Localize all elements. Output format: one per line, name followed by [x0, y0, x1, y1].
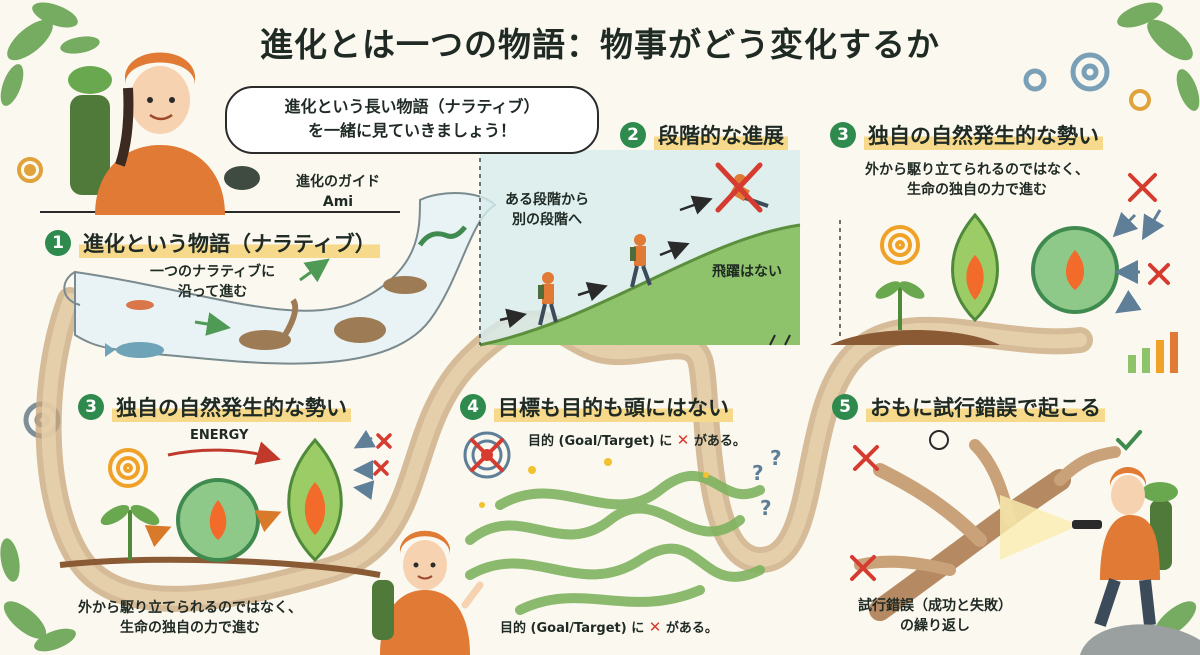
hiker [630, 234, 652, 288]
gear-icon [1129, 89, 1151, 111]
section-4-note-bottom: 目的 (Goal/Target) に ✕ がある。 [500, 617, 718, 636]
foliage-top-right [1117, 2, 1200, 111]
section-title: 段階的な進展 [654, 120, 788, 150]
svg-text:?: ? [760, 496, 772, 520]
section-number: 1 [45, 230, 71, 256]
guide-caption: 進化のガイド Ami [296, 172, 380, 212]
note-line: 沿って進む [177, 284, 248, 300]
cross-mark-icon: ✕ [676, 431, 690, 449]
section-number: 5 [832, 394, 858, 420]
section-3-heading-left: 3 独自の自然発生的な勢い [78, 392, 351, 422]
note-line: 試行錯誤（成功と失敗） [858, 598, 1012, 614]
section-1-heading: 1 進化という物語（ナラティブ） [45, 228, 380, 258]
section-title: おもに試行錯誤で起こる [866, 392, 1105, 422]
section-5-heading: 5 おもに試行錯誤で起こる [832, 392, 1105, 422]
svg-text:?: ? [770, 446, 782, 470]
note-line: 生命の独自の力で進む [120, 620, 260, 636]
section-title: 独自の自然発生的な勢い [864, 120, 1103, 150]
note-line: ある段階から [505, 192, 589, 208]
cross-mark-icon [470, 438, 504, 472]
section-title: 進化という物語（ナラティブ） [79, 228, 380, 258]
note-text: 目的 (Goal/Target) に [528, 434, 673, 449]
hiker [538, 272, 558, 326]
guide-role: 進化のガイド [296, 174, 380, 190]
section-title: 独自の自然発生的な勢い [112, 392, 351, 422]
gear-icon [1023, 52, 1110, 92]
face-icon [929, 430, 949, 450]
note-text: がある。 [693, 434, 746, 449]
section-number: 3 [78, 394, 104, 420]
foliage-top-left [0, 2, 100, 106]
cross-mark-icon [373, 433, 392, 476]
section-title: 目標も目的も頭にはない [494, 392, 733, 422]
section-2-note: ある段階から 別の段階へ [505, 190, 589, 230]
section-number: 3 [830, 122, 856, 148]
star-icon [479, 458, 709, 508]
guide-name: Ami [322, 194, 354, 210]
speech-bubble: 進化という長い物語（ナラティブ） を一緒に見ていきましょう！ [225, 86, 599, 154]
note-line: 生命の独自の力で進む [907, 182, 1047, 198]
note-line: 外から駆り立てられるのではなく、 [78, 600, 302, 616]
plant-illustration-right [830, 173, 1178, 373]
section-number: 4 [460, 394, 486, 420]
svg-text:?: ? [752, 461, 764, 485]
guide-avatar-bottom [372, 530, 484, 655]
section-4-heading: 4 目標も目的も頭にはない [460, 392, 733, 422]
spiral-icon [880, 225, 920, 265]
section-5-note: 試行錯誤（成功と失敗） の繰り返し [858, 596, 1012, 636]
hill-illustration [479, 150, 801, 347]
section-2-heading: 2 段階的な進展 [620, 120, 788, 150]
section-1-note: 一つのナラティブに 沿って進む [150, 262, 275, 302]
scroll-illustration [63, 192, 497, 365]
energy-label: ENERGY [190, 428, 249, 443]
cross-mark-icon [850, 445, 879, 581]
note-text: 目的 (Goal/Target) に [500, 621, 645, 636]
guide-avatar-top [68, 52, 260, 215]
tree-illustration [850, 430, 1142, 621]
section-3-note-left: 外から駆り立てられるのではなく、 生命の独自の力で進む [78, 598, 302, 638]
bar-chart-icon [1128, 332, 1178, 373]
cross-mark-icon [1128, 173, 1170, 285]
spiral-icon [108, 448, 148, 488]
note-line: の繰り返し [900, 618, 970, 634]
speech-line-2: を一緒に見ていきましょう！ [307, 121, 516, 140]
cross-mark-icon: ✕ [648, 618, 662, 636]
explorer-with-flashlight [1072, 467, 1200, 655]
plant-illustration-left [59, 429, 392, 578]
section-number: 2 [620, 122, 646, 148]
note-text: がある。 [665, 621, 718, 636]
note-line: 一つのナラティブに [150, 264, 276, 280]
gear-icon [17, 157, 43, 183]
cross-mark-icon [715, 162, 763, 213]
section-3-heading-right: 3 独自の自然発生的な勢い [830, 120, 1103, 150]
flashlight-beam [1000, 495, 1080, 560]
speech-line-1: 進化という長い物語（ナラティブ） [284, 97, 540, 116]
foliage-bottom-left [0, 538, 76, 652]
section-3-note-right: 外から駆り立てられるのではなく、 生命の独自の力で進む [865, 160, 1089, 200]
section-2-no-leap: 飛躍はない [712, 264, 782, 280]
check-mark-icon [1116, 430, 1142, 451]
page-title: 進化とは一つの物語：物事がどう変化するか [260, 25, 940, 64]
section-4-note-top: 目的 (Goal/Target) に ✕ がある。 [528, 430, 746, 449]
note-line: 別の段階へ [512, 212, 582, 228]
maze-illustration [465, 471, 765, 615]
note-line: 外から駆り立てられるのではなく、 [865, 162, 1089, 178]
